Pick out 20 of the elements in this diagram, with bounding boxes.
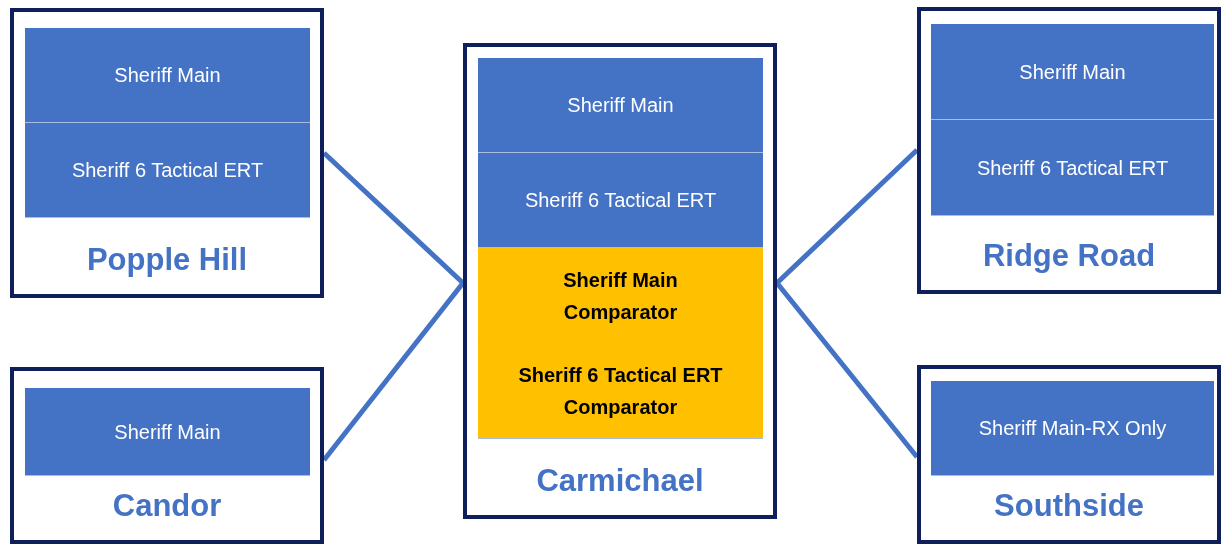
site-name: Candor — [111, 487, 223, 526]
site-name: Ridge Road — [981, 237, 1157, 276]
channel-band: Sheriff 6 Tactical ERT — [478, 153, 763, 248]
site-frame — [10, 8, 324, 298]
site-frame — [463, 43, 777, 519]
channel-band: Sheriff Main — [931, 24, 1214, 120]
site-name: Carmichael — [535, 462, 705, 501]
channel-band: Sheriff 6 Tactical ERT — [25, 123, 310, 218]
channel-band: Sheriff Main — [25, 28, 310, 123]
channel-band: Sheriff Main — [25, 388, 310, 476]
site-frame — [917, 365, 1221, 544]
channel-band: Sheriff 6 Tactical ERT — [931, 120, 1214, 216]
site-name: Southside — [993, 487, 1145, 526]
channel-band: Sheriff Main — [478, 58, 763, 153]
site-frame — [10, 367, 324, 544]
site-frame — [917, 7, 1221, 294]
channel-band: Sheriff Main-RX Only — [931, 381, 1214, 476]
comparator-band: Sheriff 6 Tactical ERT Comparator — [478, 344, 763, 439]
comparator-band: Sheriff Main Comparator — [478, 248, 763, 344]
site-name: Popple Hill — [85, 241, 249, 280]
